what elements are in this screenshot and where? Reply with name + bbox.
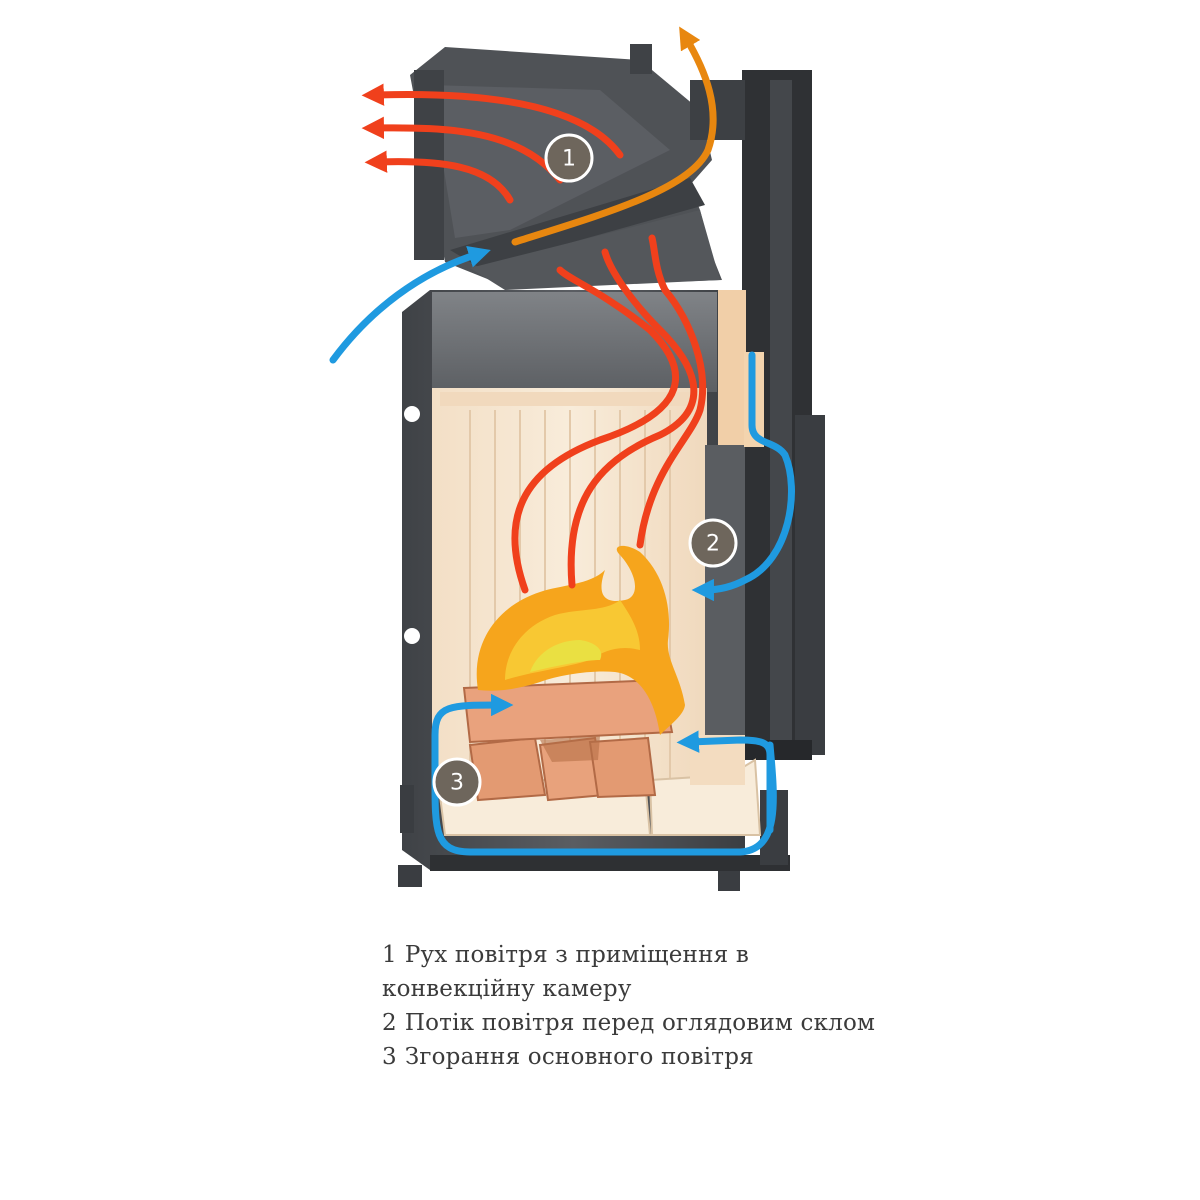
hood-top-stub [630, 44, 652, 74]
mount-hole [404, 406, 420, 422]
log [468, 736, 547, 802]
primary-air-return [676, 730, 774, 834]
base-plate [430, 855, 790, 871]
marker-2-label: 2 [706, 532, 720, 557]
legend-item-2: 2 Потік повітря перед оглядовим склом [382, 1006, 902, 1040]
foot [718, 865, 740, 891]
legend-number: 3 [382, 1044, 397, 1070]
window-wash-arrow [691, 351, 795, 602]
hood-bracket [690, 80, 745, 140]
legend-item-3: 3 Згорання основного повітря [382, 1040, 902, 1074]
hot-air-arrow [364, 150, 514, 204]
marker-1-label: 1 [562, 147, 576, 172]
room-air-intake-arrow [329, 245, 491, 364]
legend-text: Потік повітря перед оглядовим склом [404, 1010, 876, 1036]
log-shadow [540, 736, 600, 762]
log [588, 736, 657, 799]
foot [400, 785, 414, 833]
hot-air-arrow [361, 83, 624, 159]
flame-inner [530, 640, 602, 672]
foot [398, 865, 422, 887]
marker-1: 1 [544, 133, 594, 183]
flue-gas-line [567, 248, 698, 589]
legend-text: Рух повітря з приміщення в конвекційну к… [382, 942, 749, 1002]
flue-gas-line [511, 266, 679, 594]
log [462, 678, 674, 744]
mount-hole [404, 628, 420, 644]
logs [462, 678, 674, 802]
hot-air-flows [361, 83, 624, 204]
legend-number: 1 [382, 942, 397, 968]
chamotte-side-block [718, 290, 746, 445]
flame [476, 545, 685, 735]
hot-air-arrow [361, 116, 564, 184]
flue-gas-line [636, 234, 707, 549]
marker-3: 3 [432, 757, 482, 807]
marker-2: 2 [688, 518, 738, 568]
legend-text: Згорання основного повітря [404, 1044, 754, 1070]
door-lower-panel [795, 415, 825, 755]
door-glass-edge [770, 80, 792, 740]
chamotte-top-strip [440, 392, 700, 406]
legend-number: 2 [382, 1010, 397, 1036]
fireplace-airflow-diagram: 1 2 3 [329, 26, 825, 891]
flue-gas-flows [511, 234, 707, 594]
exhaust-arrow [511, 26, 717, 246]
marker-3-label: 3 [450, 771, 464, 796]
